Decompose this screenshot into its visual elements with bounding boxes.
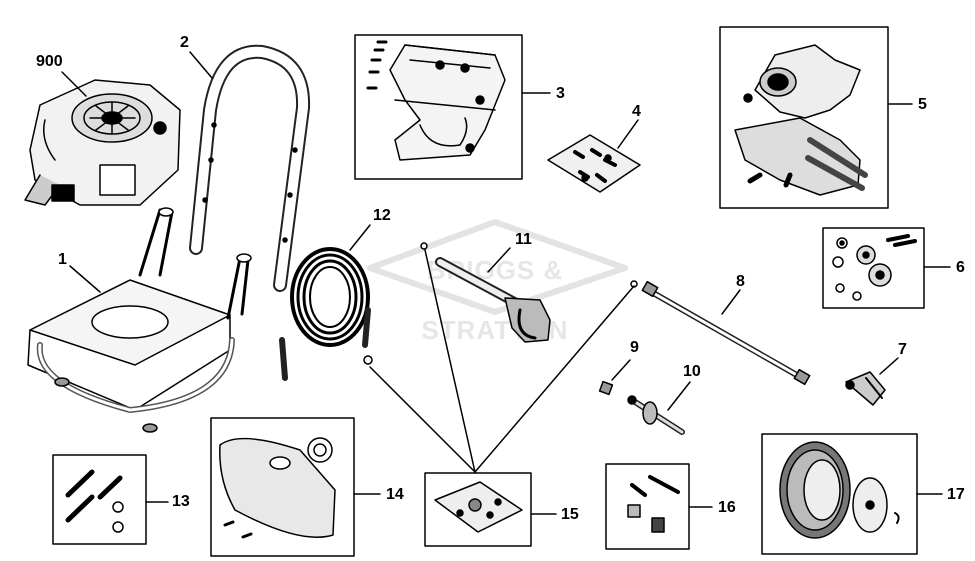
part-label-3: 3 — [556, 85, 565, 102]
part-label-6: 6 — [956, 259, 965, 276]
leader-7 — [879, 357, 899, 375]
part-label-12: 12 — [373, 207, 391, 224]
wheel-hardware-box — [822, 227, 925, 309]
part-label-10: 10 — [683, 363, 701, 380]
nozzle-drawing — [845, 371, 886, 406]
part-label-900: 900 — [36, 53, 63, 70]
leader-2 — [189, 51, 213, 79]
base-frame-drawing — [27, 207, 252, 433]
watermark-outline — [367, 219, 628, 315]
handle-hardware-drawing — [627, 475, 680, 533]
pump-drawing — [734, 44, 868, 196]
leader-lines-15 — [369, 249, 635, 473]
part-label-11: 11 — [515, 231, 532, 248]
tank-drawing — [219, 437, 336, 539]
leader-900 — [61, 71, 87, 97]
bracket-drawing — [366, 40, 506, 161]
fitting-drawing — [627, 395, 685, 435]
hose-drawing — [279, 247, 373, 381]
pump-box — [719, 26, 889, 209]
part-label-1: 1 — [58, 251, 67, 268]
handle-drawing — [189, 44, 311, 292]
part-label-7: 7 — [898, 341, 907, 358]
part-label-9: 9 — [630, 339, 639, 356]
leader-9 — [611, 359, 631, 381]
o-ring-drawing — [598, 380, 614, 396]
hardware-bag-drawing — [547, 134, 641, 193]
bracket-box — [354, 34, 523, 180]
part-label-4: 4 — [632, 103, 641, 120]
part-label-5: 5 — [918, 96, 927, 113]
spray-gun-drawing — [420, 242, 551, 343]
part-label-14: 14 — [386, 486, 404, 503]
wheel-hardware-drawing — [832, 234, 917, 301]
engine-drawing — [24, 79, 181, 206]
leader-11 — [487, 247, 511, 273]
fitting-kit-drawing — [434, 481, 523, 533]
handle-hardware-box — [605, 463, 690, 550]
tank-box — [210, 417, 355, 557]
part-label-15: 15 — [561, 506, 579, 523]
leader-8 — [721, 289, 741, 315]
wheel-drawing — [779, 441, 900, 539]
part-label-8: 8 — [736, 273, 745, 290]
bolt-kit-drawing — [65, 469, 124, 533]
leader-10 — [667, 381, 691, 411]
leader-12 — [349, 224, 371, 251]
bolt-kit-box — [52, 454, 147, 545]
leader-1 — [69, 265, 101, 293]
part-label-13: 13 — [172, 493, 190, 510]
fitting-kit-box — [424, 472, 532, 547]
part-label-2: 2 — [180, 34, 189, 51]
leader-4 — [617, 119, 639, 149]
part-label-16: 16 — [718, 499, 736, 516]
part-label-17: 17 — [947, 486, 965, 503]
spray-wand-drawing — [630, 280, 811, 386]
